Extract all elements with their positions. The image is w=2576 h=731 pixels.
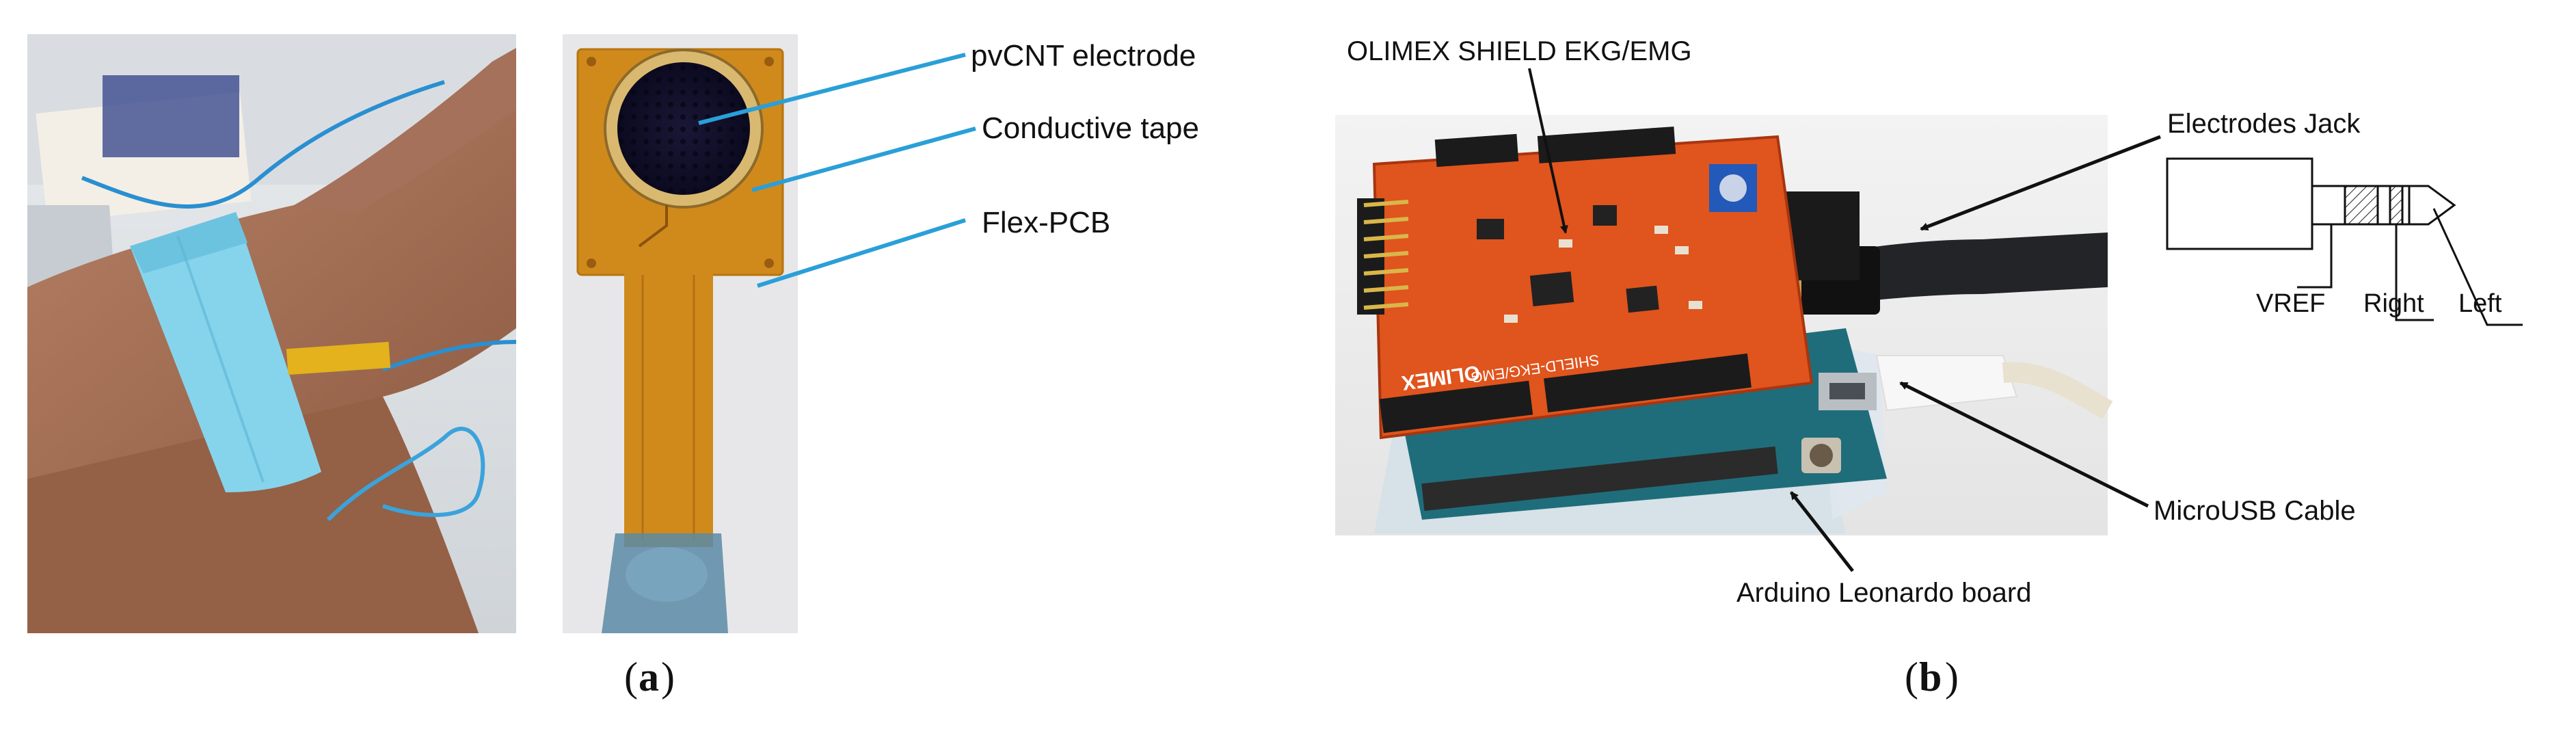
svg-text:): ) — [1945, 654, 1959, 700]
usb-callout — [1899, 381, 2149, 508]
panel-b-letter: b — [1919, 654, 1942, 700]
jack-pin-vref: VREF — [2256, 289, 2325, 318]
pcb-label: Flex-PCB — [982, 206, 1110, 239]
jack-insulator-1 — [2376, 185, 2391, 226]
tape-callout — [751, 127, 976, 192]
jack-pin-left: Left — [2458, 289, 2502, 318]
svg-text:): ) — [661, 654, 675, 700]
board-callout — [1790, 491, 1854, 572]
board-photo: OLIMEX SHIELD-EKG/EMG — [1335, 115, 2113, 535]
electrode-callout — [698, 53, 966, 125]
pcb-callout — [757, 218, 966, 288]
jack-ring-1 — [2344, 185, 2379, 226]
jack-callout — [1920, 135, 2161, 231]
vref-lead — [2297, 224, 2333, 289]
panel-a-label: ( a ) — [624, 654, 675, 700]
jack-diagram — [2166, 157, 2523, 326]
jack-sleeve — [2311, 185, 2346, 226]
board-label: Arduino Leonardo board — [1736, 578, 2031, 608]
usb-label: MicroUSB Cable — [2154, 496, 2356, 526]
right-lead — [2395, 224, 2434, 321]
jack-pin-right: Right — [2363, 289, 2424, 318]
panel-a-letter: a — [639, 654, 659, 700]
jack-label: Electrodes Jack — [2167, 109, 2361, 139]
wrist-photo — [27, 34, 517, 633]
shield-label: OLIMEX SHIELD EKG/EMG — [1347, 36, 1692, 66]
svg-text:(: ( — [1905, 654, 1918, 700]
jack-ring-2 — [2389, 185, 2404, 226]
shield-callout — [1528, 68, 1568, 234]
jack-body — [2166, 157, 2313, 250]
svg-text:(: ( — [624, 654, 638, 700]
electrode-photo — [563, 34, 798, 633]
tape-label: Conductive tape — [982, 111, 1199, 145]
left-lead — [2432, 208, 2523, 326]
panel-b-label: ( b ) — [1905, 654, 1959, 700]
jack-tip — [2408, 185, 2456, 226]
electrode-label: pvCNT electrode — [971, 39, 1196, 72]
